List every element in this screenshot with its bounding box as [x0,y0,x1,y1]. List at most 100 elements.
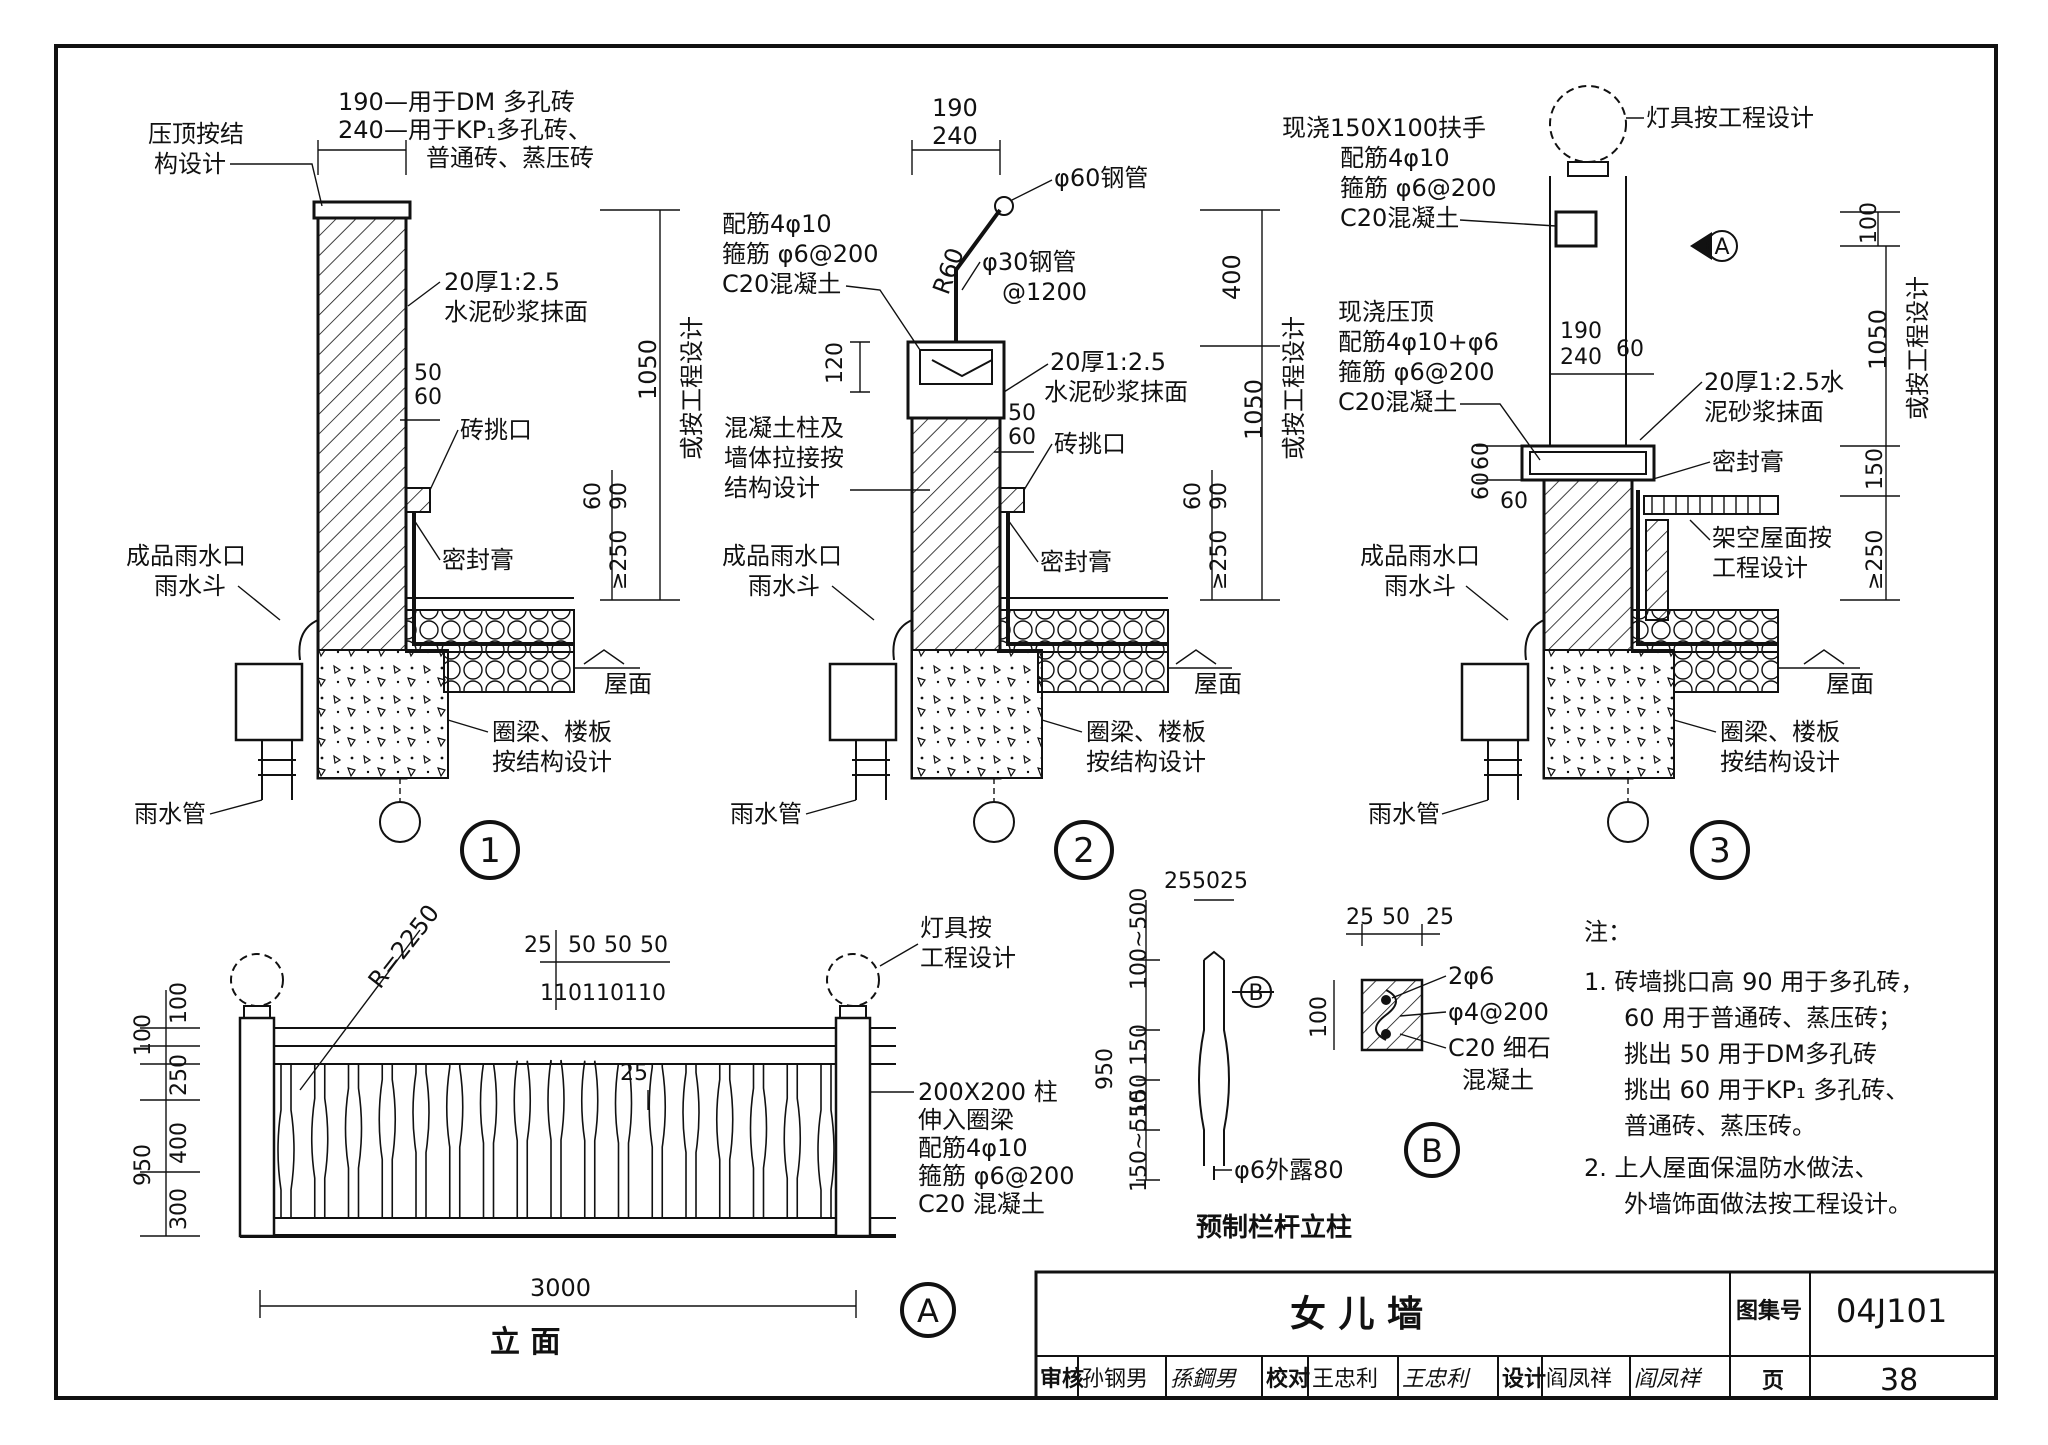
d3-downpipe: 雨水管 [1368,800,1440,828]
d2-stirrup: 箍筋 φ6@200 [722,240,879,268]
baluster [445,1064,464,1218]
d2-plaster2: 水泥砂浆抹面 [1044,378,1188,406]
notes: 注： 1. 砖墙挑口高 90 用于多孔砖， 60 用于普通砖、蒸压砖； 挑出 5… [1584,918,1924,1218]
d1-plaster2: 水泥砂浆抹面 [444,298,588,326]
elev-lamp: 灯具按 [920,914,992,942]
d2-sealant: 密封膏 [1040,548,1112,576]
bal-marker-b: B [1248,981,1263,1006]
d1-dim-190: 190 [338,88,384,116]
d1-h1050: 1050 [634,339,662,400]
d1-brick-eave: 砖挑口 [460,416,532,444]
d3-rebar: 配筋4φ10 [1340,144,1450,172]
d2-pipe30b: @1200 [1002,278,1087,306]
d2-pipe30: φ30钢管 [982,248,1076,276]
d1-outlet: 成品雨水口 [126,542,246,570]
d2-outlet: 成品雨水口 [722,542,842,570]
d3-roof: 屋面 [1826,670,1874,698]
d1-sealant: 密封膏 [442,546,514,574]
d2-col2: 墙体拉接按 [724,444,844,472]
d3-coping: 现浇压顶 [1338,298,1434,326]
d2-roof: 屋面 [1194,670,1242,698]
d3-stirrup: 箍筋 φ6@200 [1340,174,1497,202]
d3-h1050: 1050 [1864,309,1892,370]
detail-3: 3 灯具按工程设计 现浇150X100扶手 配筋4φ10 箍筋 φ6@200 C… [1282,85,1932,880]
d2-downpipe: 雨水管 [730,800,802,828]
rain-hopper-1 [234,662,304,742]
bal-v550: 150~550 [1127,1090,1152,1192]
d2-dim-240: 240 [932,122,978,150]
elev-dim-top-3: 50 [604,933,632,958]
d1-h90: 90 [607,482,632,510]
elev-dim-bottom: 110110110 [540,981,666,1006]
elev-width: 3000 [530,1274,591,1302]
elev-r2250: R=2250 [363,899,445,993]
tb-checker: 王忠利 [1312,1367,1378,1392]
tb-reviewer: 孙钢男 [1082,1367,1148,1392]
bal-sec-3: 25 [1426,905,1454,930]
d2-beam: 圈梁、楼板 [1086,718,1206,746]
tb-designer: 阎凤祥 [1546,1367,1612,1392]
lamp-right [826,953,880,1007]
detail-2: 2 190 240 φ60钢管 配筋4φ10 箍筋 φ6@200 C20混凝土 … [722,94,1308,880]
d1-note-dm: —用于DM 多孔砖 [384,88,575,116]
bal-v950: 950 [1093,1048,1118,1090]
d2-d60: 60 [1008,425,1036,450]
marker-a-3 [1690,232,1712,260]
elev-title: 立 面 [490,1325,560,1360]
eave-2 [999,487,1025,513]
beam-3 [1543,649,1675,779]
membrane-1 [412,512,574,646]
d3-handrail: 现浇150X100扶手 [1282,114,1486,142]
d2-plaster: 20厚1:2.5 [1050,348,1166,376]
d2-h60: 60 [1181,482,1206,510]
raised-floor-3 [1643,495,1779,515]
tb-atlas-label: 图集号 [1736,1298,1802,1324]
baluster [682,1064,700,1218]
detail-number-2-text: 2 [1073,831,1095,871]
d1-plaster: 20厚1:2.5 [444,268,560,296]
baluster [412,1064,430,1218]
d1-beam2: 按结构设计 [492,748,612,776]
d3-raised2: 工程设计 [1712,554,1808,582]
baluster [479,1063,498,1218]
d3-sealant: 密封膏 [1712,448,1784,476]
d3-h250: ≥250 [1863,530,1888,590]
tb-review: 审核 [1040,1366,1084,1392]
baluster [749,1064,768,1218]
elev-v100a: 100 [167,982,192,1024]
elevation-a: R=2250 25 50 50 50 110110110 25 灯具按 工程设计… [131,899,1075,1360]
tb-check: 校对 [1266,1366,1310,1392]
tb-atlas: 04J101 [1836,1292,1947,1330]
bal-v500: 100~500 [1127,888,1152,990]
coping-1 [312,200,412,220]
baluster [783,1064,802,1218]
tb-design: 设计 [1502,1367,1546,1392]
d2-col3: 结构设计 [724,474,820,502]
bal-sec-1: 25 [1346,905,1374,930]
handrail-3 [1554,210,1598,248]
baluster [513,1060,532,1218]
elev-post3: 配筋4φ10 [918,1134,1028,1162]
baluster [648,1064,667,1218]
bal-exposed: φ6外露80 [1234,1156,1344,1184]
bal-h100: 100 [1307,996,1332,1038]
d3-outlet: 成品雨水口 [1360,542,1480,570]
notes-line-6: 2. 上人屋面保温防水做法、 [1584,1154,1879,1182]
elev-post2: 伸入圈梁 [918,1106,1014,1134]
title-block: 女 儿 墙 图集号 04J101 页 38 审核 孙钢男 孫鋼男 校对 王忠利 … [1034,1270,1998,1400]
elev-v300: 300 [167,1188,192,1230]
d1-beam: 圈梁、楼板 [492,718,612,746]
elev-dim-top-2: 50 [568,933,596,958]
d3-d190: 190 [1560,319,1602,344]
d3-d60: 60 [1616,337,1644,362]
d2-h1050: 1050 [1240,379,1268,440]
baluster [817,1064,835,1218]
lamp-left [230,953,284,1007]
cap-2 [906,340,1006,420]
d3-lamp: 灯具按工程设计 [1646,104,1814,132]
d2-or-design: 或按工程设计 [1280,316,1308,460]
d3-beam: 圈梁、楼板 [1720,718,1840,746]
d3-h150: 150 [1863,448,1888,490]
d3-coping-rebar: 配筋4φ10+φ6 [1338,328,1499,356]
beam-2 [911,649,1043,779]
